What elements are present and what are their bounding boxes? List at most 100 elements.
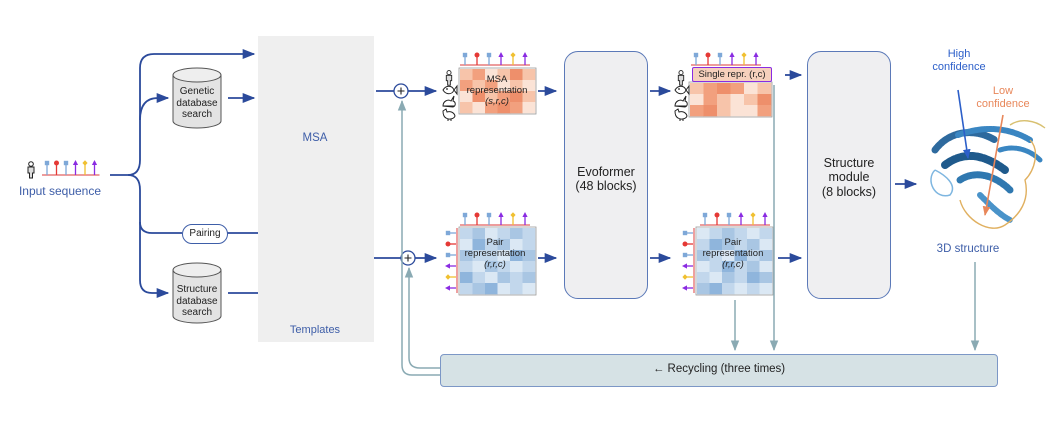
pair-repr-heatmap-cell xyxy=(460,228,473,240)
pair-repr-heatmap-cell xyxy=(460,239,473,251)
pair-repr-heatmap-cell xyxy=(472,228,486,240)
protein-helix xyxy=(997,145,1043,163)
pair-repr-heatmap-cell xyxy=(485,239,498,251)
single-repr-top-row-residue xyxy=(729,52,735,57)
pair-out-heatmap-cell xyxy=(697,250,710,262)
pair-repr-top-row-residue xyxy=(486,212,492,218)
pair-repr-heatmap-cell xyxy=(460,272,473,284)
genetic-db-label: Genetic database search xyxy=(172,86,222,121)
single-repr-heatmap-cell xyxy=(703,94,718,106)
msa-repr-top-row-residue xyxy=(486,52,492,58)
single-repr-heatmap-cell xyxy=(744,105,758,117)
templates-label: Templates xyxy=(289,324,341,336)
single-repr-heatmap-cell xyxy=(730,105,745,117)
pair-repr-left-residue xyxy=(445,274,451,280)
single-repr-human-icon xyxy=(677,70,685,86)
input-sequence-residue xyxy=(72,160,79,165)
pair-repr-heatmap-cell xyxy=(497,272,511,284)
pair-out-left-residue xyxy=(682,263,687,269)
msa-repr-heatmap-cell xyxy=(510,91,523,103)
single-repr-heatmap-cell xyxy=(717,83,731,95)
branch-to-structure-db xyxy=(139,222,170,299)
pair-repr-heatmap-cell xyxy=(472,283,486,295)
pair-out-left-residue xyxy=(682,241,688,247)
single-repr-heatmap-cell xyxy=(730,94,745,106)
single-repr-top-row-residue xyxy=(741,52,747,58)
pair-repr-heatmap-cell xyxy=(522,272,536,284)
pair-repr-heatmap-cell xyxy=(485,272,498,284)
pair-repr-heatmap-cell xyxy=(485,250,498,262)
low-confidence-line: Low xyxy=(992,85,1014,97)
pair-out-heatmap-cell xyxy=(697,272,710,284)
single-repr-heatmap-cell xyxy=(744,83,758,95)
protein-helix xyxy=(941,151,1009,174)
branch-to-msa-query xyxy=(127,48,256,176)
input-human-icon-head xyxy=(28,161,34,167)
genetic-db-cylinder-body xyxy=(172,75,222,129)
pair-out-heatmap-cell xyxy=(709,228,723,240)
msa-repr-heatmap-cell xyxy=(485,80,498,92)
pair-out-heatmap-cell xyxy=(709,283,723,295)
pairing-pill: Pairing xyxy=(182,224,228,244)
single-repr-heatmap-cell xyxy=(717,94,731,106)
protein-structure-image xyxy=(930,120,1046,229)
low-confidence-label: Low confidence xyxy=(968,85,1038,110)
pair-out-heatmap-cell xyxy=(709,261,723,273)
structure-db-line: Structure xyxy=(176,284,218,295)
msa-repr-heatmap-cell xyxy=(510,69,523,81)
branch-to-genetic-db xyxy=(139,92,170,121)
pair-out-heatmap-cell xyxy=(697,228,710,240)
pair-repr-out-line: (r,r,c) xyxy=(722,258,744,270)
msa-repr-top-row-residue xyxy=(522,52,528,57)
pair-out-left-residue xyxy=(682,230,688,236)
pair-repr-line: (r,r,c) xyxy=(484,258,506,270)
msa-repr-heatmap-cell xyxy=(497,102,511,114)
msa-label: MSA xyxy=(302,132,328,144)
pair-repr-heatmap-cell xyxy=(472,261,486,273)
msa-repr-chicken-icon xyxy=(442,108,456,121)
single-repr-human-icon-head xyxy=(678,70,684,76)
pair-out-heatmap-cell xyxy=(709,239,723,251)
msa-repr-top-row-residue xyxy=(462,52,468,58)
structure-db-cylinder-body xyxy=(172,270,222,324)
pair-repr-left-residue xyxy=(445,252,451,258)
msa-repr-heatmap-cell xyxy=(485,102,498,114)
structure-db-cylinder-top xyxy=(172,262,222,278)
pair-repr-top-row-residue xyxy=(474,212,480,218)
pair-repr-heatmap-cell xyxy=(497,250,511,262)
high-confidence-line: High xyxy=(947,48,971,60)
input-sequence-residue xyxy=(91,160,98,165)
msa-repr-heatmap-cell xyxy=(522,80,536,92)
pair-repr-heatmap-cell xyxy=(460,261,473,273)
msa-plus-node-sign xyxy=(397,87,405,95)
recycling-bar: ← Recycling (three times) xyxy=(440,354,998,387)
single-repr-fish-icon xyxy=(674,84,690,96)
single-repr-human-icon-body xyxy=(677,74,685,86)
pair-repr-left-residue xyxy=(445,263,450,269)
pair-out-heatmap-cell xyxy=(722,228,735,240)
msa-repr-heatmap-cell xyxy=(485,91,498,103)
msa-repr-line: MSA xyxy=(486,74,508,85)
msa-repr-label: MSA representation (s,r,c) xyxy=(462,74,532,108)
pair-out-heatmap-cell xyxy=(722,272,735,284)
recycling-label: ← Recycling (three times) xyxy=(652,363,786,375)
single-repr-heatmap-cell xyxy=(690,105,704,117)
structure-module-block xyxy=(807,51,891,299)
pair-out-top-row-residue xyxy=(702,212,708,218)
input-sequence-residue xyxy=(44,160,50,166)
msa-repr-heatmap-cell xyxy=(497,69,511,81)
structure-db-line: database xyxy=(176,295,218,307)
input-sequence-residue xyxy=(54,160,59,166)
pair-repr-out-line: representation xyxy=(702,247,764,259)
msa-repr-line: representation xyxy=(466,84,528,96)
structure-module-line: Structure xyxy=(823,156,875,170)
pair-out-heatmap-cell xyxy=(734,272,748,284)
msa-repr-line: (s,r,c) xyxy=(485,95,509,107)
pair-out-heatmap-cell xyxy=(709,272,723,284)
pair-out-heatmap-cell xyxy=(759,250,773,262)
pair-repr-heatmap-cell xyxy=(472,272,486,284)
pair-repr-heatmap-cell xyxy=(522,250,536,262)
single-repr-heatmap-cell xyxy=(757,83,772,95)
single-repr-top-row-residue xyxy=(753,52,759,57)
low-confidence-pointer xyxy=(982,114,1004,216)
